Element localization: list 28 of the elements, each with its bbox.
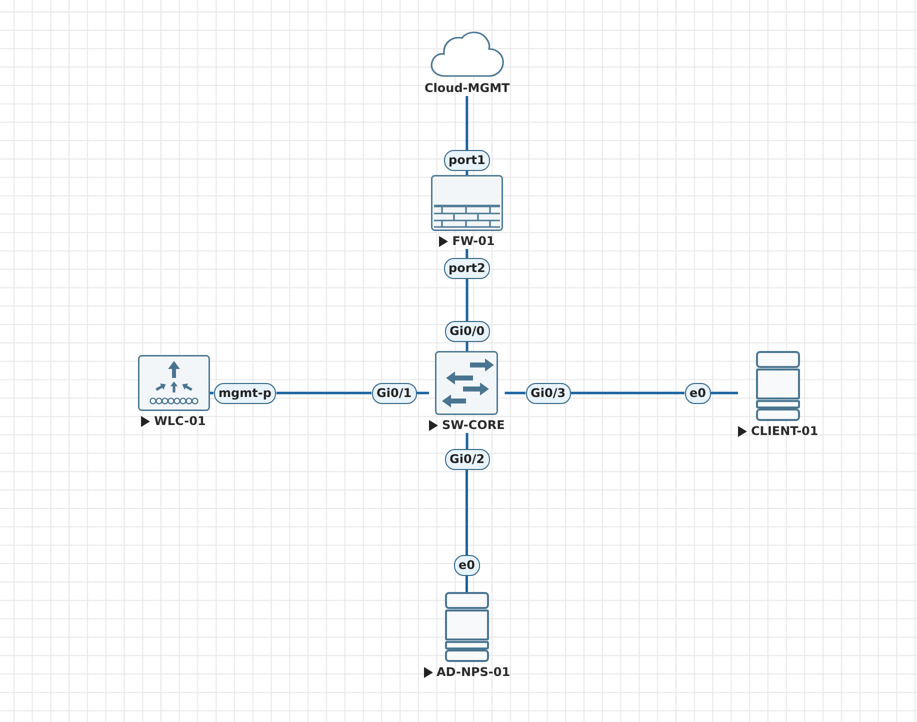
- device-name: FW-01: [452, 234, 495, 249]
- port-label: port2: [444, 258, 490, 279]
- port-label: port1: [444, 150, 490, 171]
- link-line: [466, 96, 468, 150]
- link-line: [416, 392, 429, 394]
- device-name: WLC-01: [154, 414, 206, 429]
- link-line: [504, 392, 526, 394]
- link-line: [466, 576, 468, 592]
- port-label: Gi0/2: [444, 449, 490, 470]
- link-line: [466, 249, 468, 258]
- link-line: [711, 392, 738, 394]
- link-line: [466, 342, 468, 351]
- device-name: SW-CORE: [442, 418, 505, 433]
- device-name: Cloud-MGMT: [424, 81, 510, 96]
- link-line: [276, 392, 372, 394]
- link-line: [570, 392, 684, 394]
- device-name: CLIENT-01: [751, 424, 818, 439]
- link-line: [466, 279, 468, 321]
- device-name: AD-NPS-01: [436, 665, 510, 680]
- port-label: Gi0/1: [372, 382, 417, 404]
- link-line: [466, 433, 468, 449]
- port-label: e0: [684, 382, 711, 404]
- port-label: Gi0/3: [526, 382, 571, 404]
- link-line: [466, 171, 468, 175]
- link-line: [466, 470, 468, 555]
- port-label: e0: [454, 555, 480, 576]
- port-label: Gi0/0: [444, 321, 490, 342]
- port-label: mgmt-p: [214, 382, 276, 404]
